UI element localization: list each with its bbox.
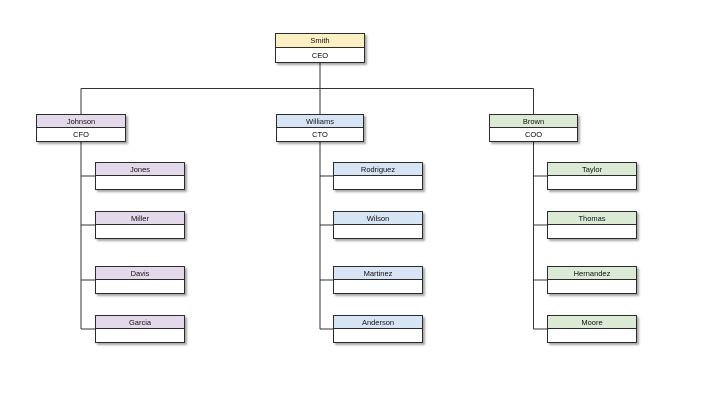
node-report[interactable]: Wilson xyxy=(333,211,423,239)
node-title xyxy=(96,329,184,342)
node-title xyxy=(96,280,184,293)
node-name: Rodriguez xyxy=(334,163,422,176)
node-name: Miller xyxy=(96,212,184,225)
node-name: Martinez xyxy=(334,267,422,280)
node-name: Moore xyxy=(548,316,636,329)
node-title xyxy=(334,329,422,342)
node-title xyxy=(96,176,184,189)
node-name: Anderson xyxy=(334,316,422,329)
node-report[interactable]: Hernandez xyxy=(547,266,637,294)
node-report[interactable]: Garcia xyxy=(95,315,185,343)
node-title xyxy=(548,225,636,238)
node-name: Hernandez xyxy=(548,267,636,280)
node-executive[interactable]: Johnson CFO xyxy=(36,114,126,142)
node-title: COO xyxy=(524,130,543,139)
node-executive[interactable]: Brown COO xyxy=(489,114,578,142)
node-name: Williams xyxy=(277,115,363,128)
node-title xyxy=(334,176,422,189)
node-name: Garcia xyxy=(96,316,184,329)
node-name: Jones xyxy=(96,163,184,176)
node-title xyxy=(548,329,636,342)
node-title xyxy=(548,280,636,293)
node-report[interactable]: Miller xyxy=(95,211,185,239)
node-executive[interactable]: Williams CTO xyxy=(276,114,364,142)
node-title xyxy=(96,225,184,238)
node-title: CFO xyxy=(73,130,89,139)
node-report[interactable]: Davis xyxy=(95,266,185,294)
node-name: Brown xyxy=(490,115,577,128)
node-report[interactable]: Taylor xyxy=(547,162,637,190)
node-report[interactable]: Anderson xyxy=(333,315,423,343)
node-title xyxy=(548,176,636,189)
node-name: Smith xyxy=(276,34,364,48)
node-report[interactable]: Thomas xyxy=(547,211,637,239)
node-title: CTO xyxy=(312,130,328,139)
node-name: Taylor xyxy=(548,163,636,176)
node-report[interactable]: Rodriguez xyxy=(333,162,423,190)
node-report[interactable]: Jones xyxy=(95,162,185,190)
node-name: Davis xyxy=(96,267,184,280)
node-title xyxy=(334,280,422,293)
node-name: Thomas xyxy=(548,212,636,225)
node-report[interactable]: Moore xyxy=(547,315,637,343)
node-name: Johnson xyxy=(37,115,125,128)
node-title: CEO xyxy=(311,50,329,60)
node-name: Wilson xyxy=(334,212,422,225)
node-ceo[interactable]: Smith CEO xyxy=(275,33,365,63)
node-title xyxy=(334,225,422,238)
node-report[interactable]: Martinez xyxy=(333,266,423,294)
